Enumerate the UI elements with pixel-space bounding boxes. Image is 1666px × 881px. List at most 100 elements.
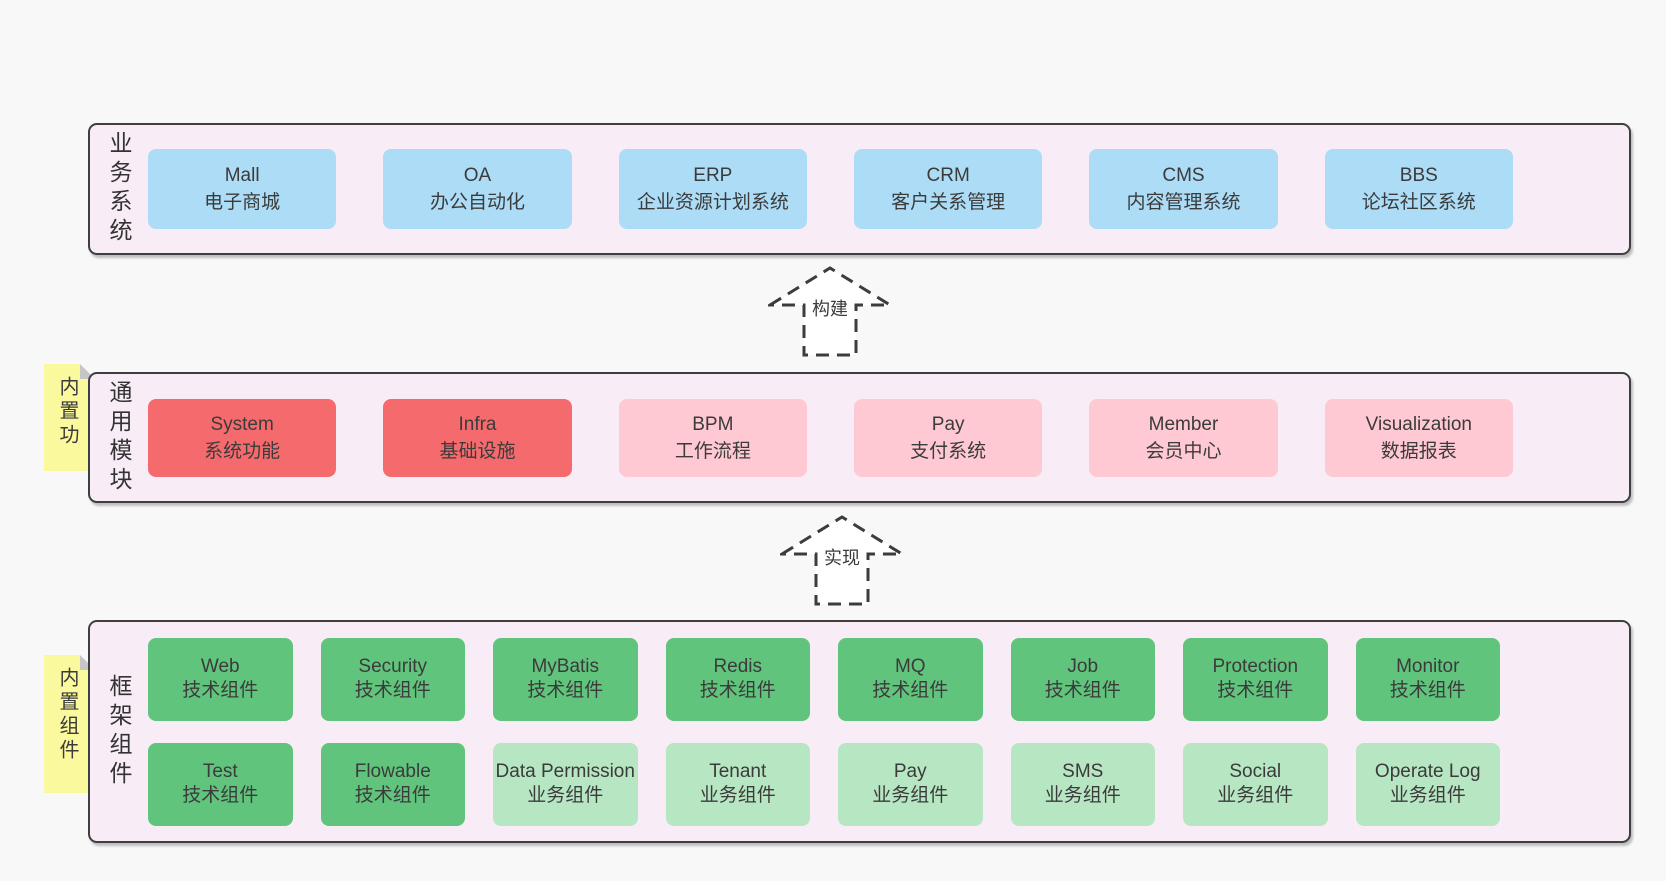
box-title: ERP (693, 165, 733, 186)
box-monitor: Monitor 技术组件 (1355, 637, 1500, 721)
box-mq: MQ 技术组件 (838, 637, 983, 721)
arrow-build: 构建 (768, 265, 892, 358)
box-title: CMS (1162, 165, 1205, 186)
box-row: System 系统功能 Infra 基础设施 BPM 工作流程 Pay 支付系统… (148, 398, 1629, 477)
box-subtitle: 业务组件 (872, 785, 949, 806)
box-visualization: Visualization 数据报表 (1324, 398, 1513, 477)
box-title: SMS (1062, 761, 1104, 782)
box-subtitle: 技术组件 (872, 680, 949, 701)
box-subtitle: 技术组件 (1044, 680, 1121, 701)
box-test: Test 技术组件 (148, 742, 293, 826)
box-title: OA (463, 165, 492, 186)
box-rows: Web 技术组件 Security 技术组件 MyBatis 技术组件 Redi… (148, 637, 1629, 826)
box-title: Infra (458, 413, 497, 435)
box-job: Job 技术组件 (1010, 637, 1155, 721)
box-flowable: Flowable 技术组件 (320, 742, 465, 826)
panel-common-modules: 通用模块 System 系统功能 Infra 基础设施 BPM 工作流程 Pay… (88, 372, 1631, 503)
panel-title-vertical: 业务系统 (106, 131, 132, 247)
panel-title-vertical: 框架组件 (106, 673, 132, 790)
box-subtitle: 工作流程 (674, 440, 751, 462)
panel-framework-components: 框架组件 Web 技术组件 Security 技术组件 MyBatis 技术组件… (88, 620, 1631, 843)
box-data-permission: Data Permission 业务组件 (493, 742, 638, 826)
box-title: Job (1067, 656, 1099, 677)
box-title: Tenant (709, 761, 767, 782)
box-title: Test (202, 761, 238, 782)
box-subtitle: 支付系统 (910, 440, 987, 462)
box-row: Web 技术组件 Security 技术组件 MyBatis 技术组件 Redi… (148, 637, 1500, 721)
box-subtitle: 技术组件 (182, 680, 259, 701)
box-subtitle: 技术组件 (182, 785, 259, 806)
box-subtitle: 系统功能 (204, 440, 281, 462)
box-bpm: BPM 工作流程 (618, 398, 807, 477)
box-subtitle: 论坛社区系统 (1361, 192, 1476, 213)
box-pay-module: Pay 支付系统 (853, 398, 1043, 477)
box-row: Test 技术组件 Flowable 技术组件 Data Permission … (148, 742, 1500, 826)
box-subtitle: 数据报表 (1380, 440, 1457, 462)
box-title: Redis (713, 656, 763, 677)
box-title: Monitor (1396, 656, 1460, 677)
box-oa: OA 办公自动化 (383, 149, 572, 229)
box-title: Data Permission (495, 761, 635, 782)
box-protection: Protection 技术组件 (1183, 637, 1328, 721)
box-subtitle: 业务组件 (1389, 785, 1466, 806)
panel-business-systems: 业务系统 Mall 电子商城 OA 办公自动化 ERP 企业资源计划系统 CRM… (88, 123, 1631, 255)
box-subtitle: 基础设施 (439, 440, 516, 462)
box-subtitle: 技术组件 (699, 680, 776, 701)
box-title: CRM (926, 165, 970, 186)
box-cms: CMS 内容管理系统 (1089, 149, 1278, 229)
box-subtitle: 业务组件 (699, 785, 776, 806)
box-subtitle: 技术组件 (527, 680, 604, 701)
box-bbs: BBS 论坛社区系统 (1324, 149, 1513, 229)
box-subtitle: 业务组件 (1217, 785, 1294, 806)
box-web: Web 技术组件 (148, 637, 293, 721)
arrow-label: 实现 (821, 544, 863, 570)
box-sms: SMS 业务组件 (1010, 742, 1155, 826)
box-subtitle: 内容管理系统 (1126, 192, 1241, 213)
box-system: System 系统功能 (148, 398, 337, 477)
arrow-implement: 实现 (780, 514, 904, 607)
box-pay-component: Pay 业务组件 (838, 742, 983, 826)
box-subtitle: 技术组件 (1217, 680, 1294, 701)
box-title: Social (1229, 761, 1282, 782)
box-social: Social 业务组件 (1183, 742, 1328, 826)
panel-title-vertical: 通用模块 (106, 379, 132, 496)
box-title: Web (200, 656, 240, 677)
box-title: Operate Log (1374, 761, 1481, 782)
box-title: Pay (931, 413, 965, 435)
box-operate-log: Operate Log 业务组件 (1355, 742, 1500, 826)
box-title: Flowable (354, 761, 431, 782)
box-title: Mall (224, 165, 260, 186)
box-title: BPM (692, 413, 734, 435)
box-subtitle: 企业资源计划系统 (636, 192, 789, 213)
box-subtitle: 技术组件 (354, 785, 431, 806)
arrow-label: 构建 (809, 295, 851, 321)
box-redis: Redis 技术组件 (665, 637, 810, 721)
box-infra: Infra 基础设施 (383, 398, 572, 477)
box-subtitle: 客户关系管理 (891, 192, 1006, 213)
box-subtitle: 办公自动化 (429, 192, 525, 213)
sticky-note-label: 内置组件 (56, 667, 78, 763)
box-member: Member 会员中心 (1089, 398, 1278, 477)
box-mall: Mall 电子商城 (148, 149, 337, 229)
box-title: MQ (894, 656, 926, 677)
box-title: Pay (893, 761, 927, 782)
box-title: Protection (1212, 656, 1299, 677)
box-erp: ERP 企业资源计划系统 (618, 149, 807, 229)
sticky-note-built-in-features: 内置功能 (44, 364, 107, 471)
box-title: System (210, 413, 274, 435)
box-mybatis: MyBatis 技术组件 (493, 637, 638, 721)
box-crm: CRM 客户关系管理 (853, 149, 1043, 229)
box-row: Mall 电子商城 OA 办公自动化 ERP 企业资源计划系统 CRM 客户关系… (148, 149, 1629, 229)
box-title: Member (1148, 413, 1219, 435)
box-security: Security 技术组件 (320, 637, 465, 721)
box-title: BBS (1399, 165, 1438, 186)
box-title: MyBatis (531, 656, 600, 677)
box-title: Security (358, 656, 428, 677)
box-subtitle: 技术组件 (1389, 680, 1466, 701)
box-subtitle: 电子商城 (204, 192, 281, 213)
box-title: Visualization (1365, 413, 1472, 435)
box-subtitle: 业务组件 (1044, 785, 1121, 806)
box-subtitle: 技术组件 (354, 680, 431, 701)
box-tenant: Tenant 业务组件 (665, 742, 810, 826)
box-subtitle: 会员中心 (1145, 440, 1222, 462)
